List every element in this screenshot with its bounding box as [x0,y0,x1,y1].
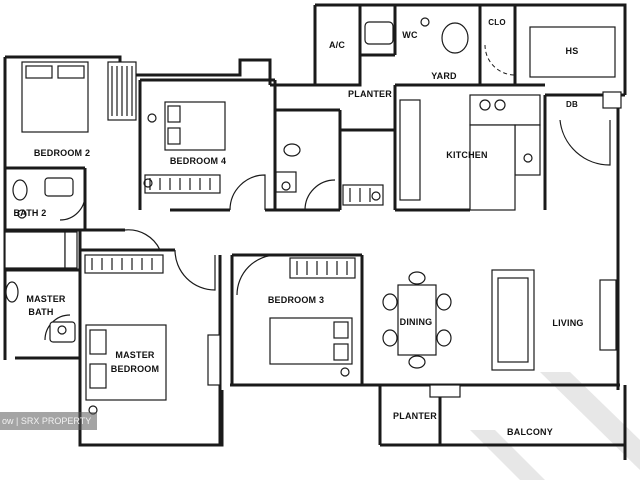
outer-walls [3,3,627,447]
room-label-clo: CLO [488,18,506,27]
room-label-db: DB [566,100,578,109]
room-label-yard: YARD [431,71,457,81]
room-label-bedroom-4: BEDROOM 4 [170,156,226,166]
room-label-living: LIVING [552,318,583,328]
room-label-bath-2: BATH 2 [13,208,46,218]
watermark-badge: ow | SRX PROPERTY [0,412,98,430]
room-label-planter-bottom: PLANTER [393,411,437,421]
room-label-balcony: BALCONY [507,427,553,437]
room-label-kitchen: KITCHEN [446,150,487,160]
room-label-wc: WC [402,30,418,40]
room-label-dining: DINING [400,317,433,327]
room-label-master-bedroom-line1: MASTER [115,350,154,360]
room-label-master-bath-line1: MASTER [26,294,65,304]
fixtures [4,17,622,415]
room-label-bedroom-3: BEDROOM 3 [268,295,324,305]
room-label-master-bath-line2: BATH [28,307,53,317]
watermark-logo-stroke [470,430,545,480]
wardrobes [84,61,384,279]
room-label-planter-top: PLANTER [348,89,392,99]
beds [21,61,353,401]
room-label-hs: HS [566,46,579,56]
room-label-ac: A/C [329,40,345,50]
interior-walls [5,5,627,460]
room-label-bedroom-2: BEDROOM 2 [34,148,90,158]
room-label-master-bedroom-line2: BEDROOM [111,364,159,374]
